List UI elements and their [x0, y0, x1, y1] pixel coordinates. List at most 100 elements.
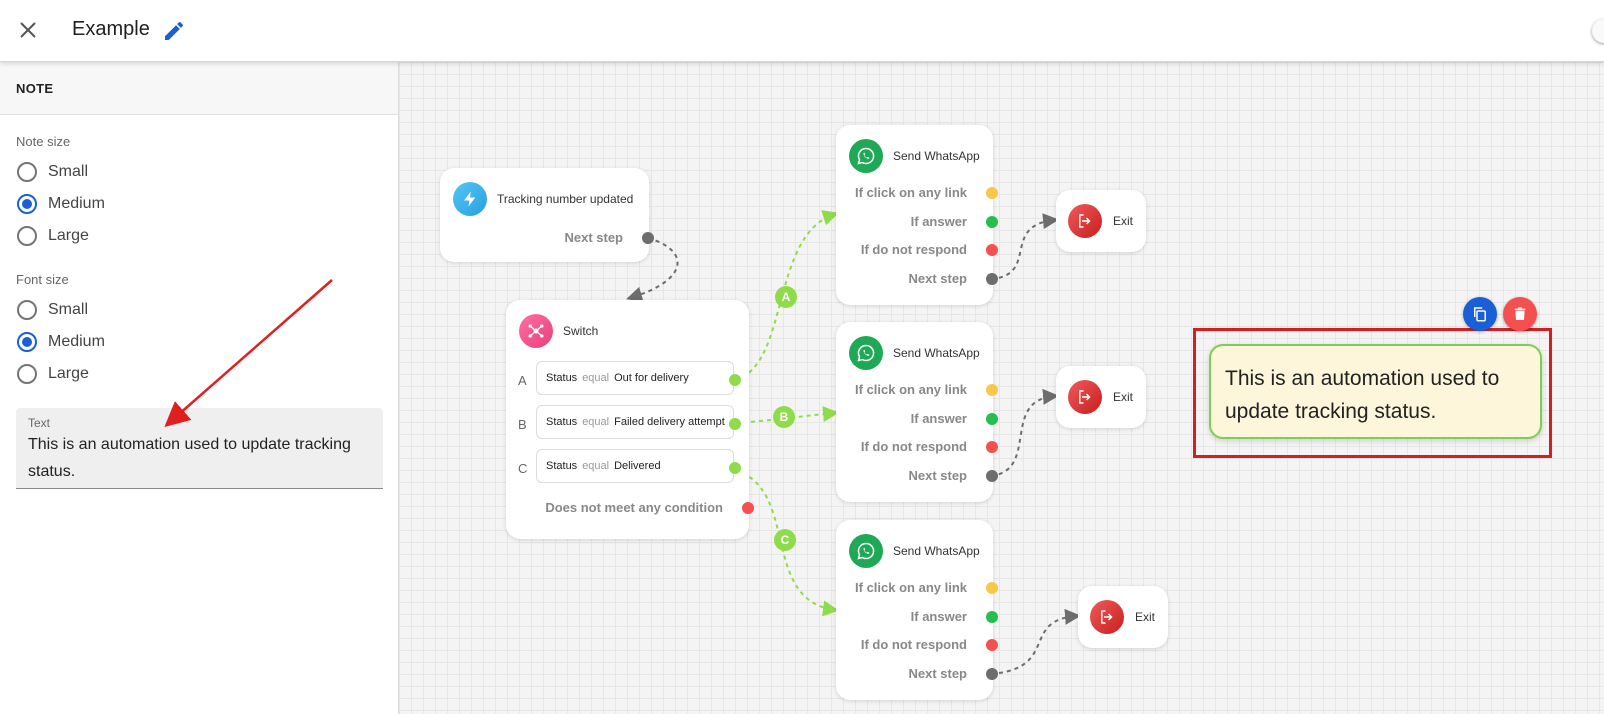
edit-title-button[interactable] [162, 19, 186, 43]
trash-icon [1514, 307, 1526, 320]
no-response-port[interactable] [986, 441, 998, 453]
toggle-switch[interactable] [1592, 19, 1604, 43]
port-label: Next step [564, 230, 623, 245]
whatsapp-node[interactable]: Send WhatsApp If click on any link If an… [836, 520, 998, 700]
exit-icon [1090, 600, 1124, 634]
fallback-label: Does not meet any condition [545, 500, 723, 515]
note-card[interactable]: This is an automation used to update tra… [1209, 344, 1542, 439]
answer-port[interactable] [986, 216, 998, 228]
radio-label: Medium [48, 333, 105, 350]
exit-icon [1068, 380, 1102, 414]
node-title: Send WhatsApp [893, 149, 980, 163]
lightning-icon [453, 182, 487, 216]
link-click-port[interactable] [986, 582, 998, 594]
condition-row[interactable]: Status equal Failed delivery attempt [536, 405, 734, 439]
copy-note-button[interactable] [1463, 297, 1497, 331]
condition-value: Out for delivery [614, 372, 689, 384]
radio-label: Large [48, 365, 89, 382]
node-title: Send WhatsApp [893, 346, 980, 360]
radio-button[interactable] [17, 364, 37, 384]
panel-title: NOTE [0, 62, 398, 115]
radio-label: Large [48, 227, 89, 244]
condition-port[interactable] [729, 374, 741, 386]
trigger-node[interactable]: Tracking number updated Next step [440, 168, 654, 262]
edge-label-c[interactable]: C [774, 529, 796, 551]
condition-port[interactable] [729, 418, 741, 430]
radio-button[interactable] [17, 162, 37, 182]
port-label: Next step [908, 271, 967, 286]
port-label: If answer [910, 609, 967, 624]
answer-port[interactable] [986, 611, 998, 623]
condition-value: Delivered [614, 460, 661, 472]
next-step-port[interactable] [642, 232, 654, 244]
port-label: If click on any link [855, 382, 967, 397]
font-size-small-option[interactable]: Small [17, 298, 88, 322]
exit-node[interactable]: Exit [1056, 190, 1146, 252]
close-button[interactable] [14, 16, 42, 44]
radio-label: Small [48, 301, 89, 318]
next-step-port[interactable] [986, 273, 998, 285]
note-size-label: Note size [16, 134, 71, 149]
link-click-port[interactable] [986, 384, 998, 396]
radio-label: Small [48, 163, 89, 180]
delete-note-button[interactable] [1503, 297, 1537, 331]
text-field-value[interactable]: This is an automation used to update tra… [28, 436, 351, 480]
next-step-port[interactable] [986, 470, 998, 482]
radio-button-checked[interactable] [17, 194, 37, 214]
pencil-icon [165, 21, 184, 40]
port-label: If answer [910, 214, 967, 229]
fallback-port[interactable] [742, 502, 754, 514]
next-step-port[interactable] [986, 668, 998, 680]
port-label: If do not respond [860, 439, 967, 454]
no-response-port[interactable] [986, 244, 998, 256]
note-highlight-box [1193, 328, 1552, 458]
exit-label: Exit [1113, 390, 1134, 404]
radio-button[interactable] [17, 226, 37, 246]
whatsapp-node[interactable]: Send WhatsApp If click on any link If an… [836, 322, 998, 502]
condition-operator: equal [582, 416, 610, 428]
exit-node[interactable]: Exit [1056, 366, 1146, 428]
switch-node[interactable]: Switch A Status equal Out for delivery B… [506, 300, 754, 539]
note-text-field[interactable]: Text This is an automation used to updat… [16, 408, 383, 489]
exit-label: Exit [1113, 214, 1134, 228]
condition-letter: B [518, 417, 527, 432]
edge-label-a[interactable]: A [775, 286, 797, 308]
copy-icon [1474, 307, 1486, 322]
text-field-label: Text [28, 416, 51, 430]
note-size-medium-option[interactable]: Medium [17, 192, 105, 216]
condition-letter: A [518, 373, 527, 388]
node-title: Switch [563, 324, 599, 338]
edge-label-b[interactable]: B [773, 406, 795, 428]
font-size-medium-option[interactable]: Medium [17, 330, 105, 354]
link-click-port[interactable] [986, 187, 998, 199]
font-size-large-option[interactable]: Large [17, 362, 89, 386]
condition-row[interactable]: Status equal Delivered [536, 449, 734, 483]
note-settings-panel: NOTE Note size Small Medium Large Font s… [0, 62, 399, 714]
note-size-large-option[interactable]: Large [17, 224, 89, 248]
condition-port[interactable] [729, 462, 741, 474]
exit-icon [1068, 204, 1102, 238]
answer-port[interactable] [986, 413, 998, 425]
condition-key: Status [546, 416, 578, 428]
note-size-small-option[interactable]: Small [17, 160, 88, 184]
no-response-port[interactable] [986, 639, 998, 651]
port-label: Next step [908, 666, 967, 681]
whatsapp-node[interactable]: Send WhatsApp If click on any link If an… [836, 125, 998, 305]
radio-button[interactable] [17, 300, 37, 320]
radio-button-checked[interactable] [17, 332, 37, 352]
condition-operator: equal [582, 372, 610, 384]
switch-hub-icon [519, 314, 553, 348]
condition-key: Status [546, 372, 578, 384]
condition-key: Status [546, 460, 578, 472]
exit-node[interactable]: Exit [1078, 586, 1168, 648]
port-label: If do not respond [860, 637, 967, 652]
port-label: If click on any link [855, 580, 967, 595]
top-bar: Example [0, 0, 1604, 62]
condition-row[interactable]: Status equal Out for delivery [536, 361, 734, 395]
condition-letter: C [518, 461, 528, 476]
port-label: If do not respond [860, 242, 967, 257]
node-title: Tracking number updated [497, 192, 634, 206]
page-title: Example [72, 18, 150, 40]
whatsapp-icon [849, 336, 883, 370]
condition-value: Failed delivery attempt [614, 416, 725, 428]
